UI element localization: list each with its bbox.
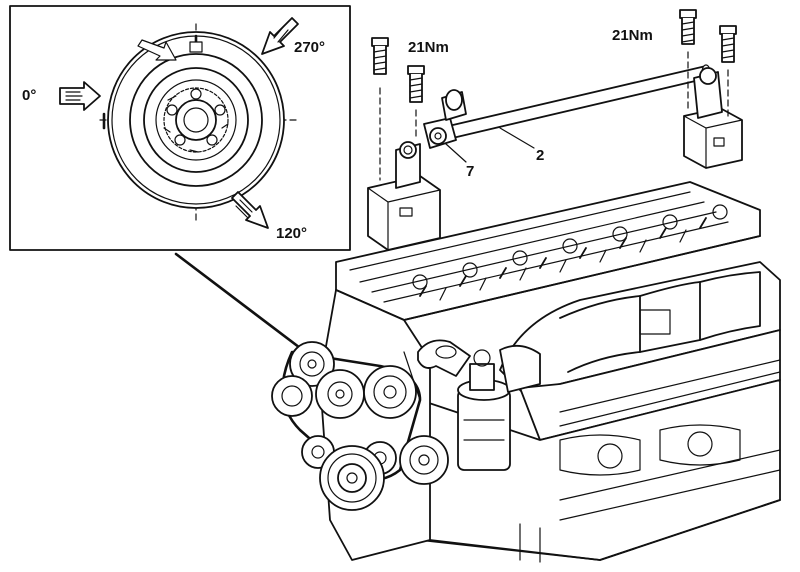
angle-0-label: 0°: [22, 87, 36, 104]
right-bracket: [683, 67, 743, 169]
pulley-right: [363, 365, 417, 419]
crank-pulley: [319, 445, 385, 511]
arrow-0-icon: [59, 81, 101, 111]
callout-2-label: 2: [536, 147, 544, 164]
center-mount: [423, 89, 467, 149]
intake-manifold: [499, 261, 781, 441]
left-bracket: [367, 141, 441, 251]
pulley-left: [271, 375, 313, 417]
pulley-upper-left: [289, 341, 335, 387]
torque-right-label: 21Nm: [612, 27, 653, 44]
bolt-left-b-icon: [407, 65, 425, 141]
bolt-right-b-icon: [719, 25, 737, 117]
detail-inset: 0° 270° 120°: [9, 5, 351, 251]
pulley-lower-right: [399, 435, 449, 485]
callout-7-label: 7: [466, 163, 474, 180]
shaft-assembly: 21Nm 21Nm 2 7: [367, 9, 743, 251]
oil-filter-housing: [457, 349, 511, 471]
timing-marks: [102, 34, 203, 130]
pulley-mid: [315, 369, 365, 419]
callout-2-leader: [499, 127, 535, 149]
detail-leader-line: [174, 252, 318, 362]
oil-pan-edge: [429, 499, 781, 563]
angle-270-label: 270°: [294, 39, 325, 56]
angle-120-label: 120°: [276, 225, 307, 242]
pulley-hub: [163, 87, 229, 153]
shaft: [439, 64, 711, 141]
torque-left-label: 21Nm: [408, 39, 449, 56]
coolant-elbow: [417, 339, 541, 393]
camshaft-lobes: [412, 204, 728, 290]
bolt-left-a-icon: [371, 37, 389, 181]
callout-7-leader: [445, 143, 467, 163]
arrow-120-icon: [231, 191, 269, 229]
bolt-right-a-icon: [679, 9, 697, 111]
pulley-rings: [107, 31, 285, 209]
arrow-top-icon: [137, 39, 177, 61]
arrow-270-icon: [261, 17, 299, 55]
engine-block: [271, 181, 781, 563]
